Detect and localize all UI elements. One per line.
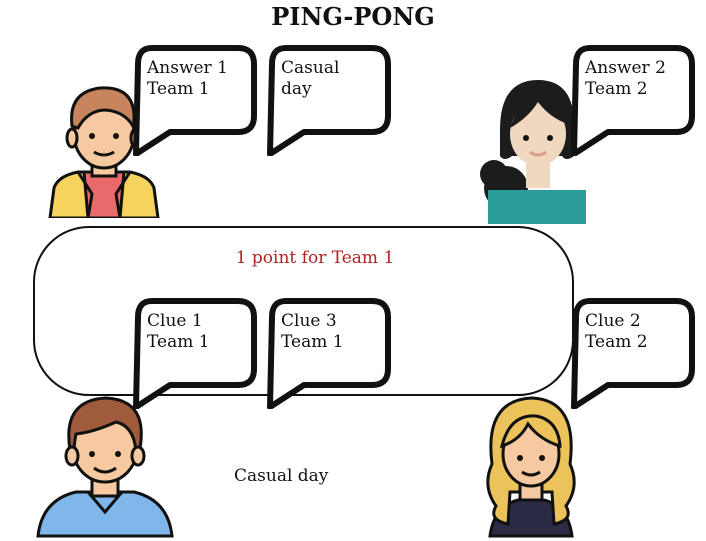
- bubble-clue-1: Clue 1 Team 1: [130, 297, 258, 409]
- woman-dark-hair-icon: [476, 78, 588, 224]
- score-text: 1 point for Team 1: [235, 248, 395, 268]
- bubble-text: Clue 1 Team 1: [147, 311, 210, 352]
- casual-day-label: Casual day: [234, 466, 329, 486]
- speech-bubble-icon: [267, 298, 391, 409]
- man-blue-shirt-icon: [36, 396, 174, 538]
- bubble-text: Clue 3 Team 1: [281, 311, 344, 352]
- speech-bubble-icon: [571, 45, 695, 156]
- bubble-answer-2: Answer 2 Team 2: [568, 44, 696, 156]
- woman-blonde-icon: [470, 396, 592, 538]
- speech-bubble-icon: [133, 45, 257, 156]
- bubble-text: Clue 2 Team 2: [585, 311, 648, 352]
- page-title: PING-PONG: [271, 2, 435, 31]
- bubble-casual-day: Casual day: [264, 44, 392, 156]
- bubble-clue-2: Clue 2 Team 2: [568, 297, 696, 409]
- bubble-text: Casual day: [281, 58, 340, 99]
- game-board: [33, 226, 574, 396]
- speech-bubble-icon: [267, 45, 391, 156]
- speech-bubble-icon: [133, 298, 257, 409]
- bubble-clue-3: Clue 3 Team 1: [264, 297, 392, 409]
- bubble-text: Answer 2 Team 2: [585, 58, 666, 99]
- speech-bubble-icon: [571, 298, 695, 409]
- bubble-text: Answer 1 Team 1: [147, 58, 228, 99]
- bubble-answer-1: Answer 1 Team 1: [130, 44, 258, 156]
